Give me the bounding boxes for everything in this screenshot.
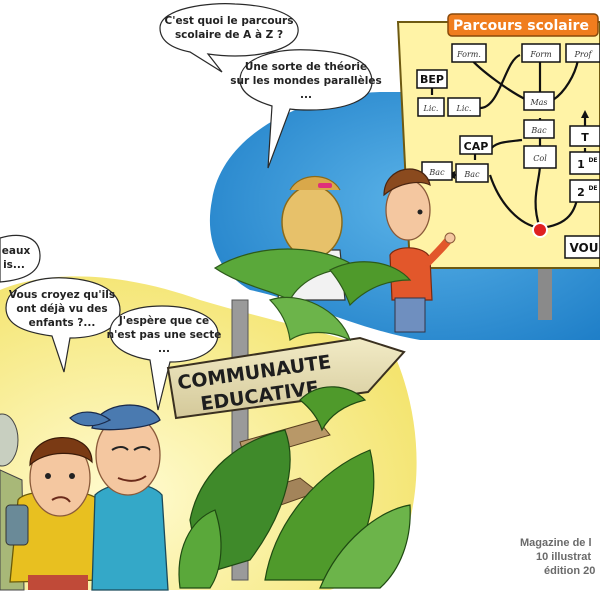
speech-bubble-5: J'espère que ce n'est pas une secte ... — [107, 305, 222, 411]
bubble-2-line-1: Une sorte de théorie — [245, 61, 367, 73]
bubble-5-line-1: J'espère que ce — [118, 315, 209, 327]
jungle-plants — [178, 248, 412, 589]
start-point-marker — [532, 222, 548, 238]
bubble-4-line-2: ont déjà vu des — [16, 303, 107, 315]
vous-label: VOU — [569, 241, 598, 255]
scribble-label: Prof — [574, 50, 594, 59]
board-title-bar — [447, 13, 599, 37]
communaute-sign — [166, 336, 406, 420]
speech-bubble-4: Vous croyez qu'ils ont déjà vu des enfan… — [5, 277, 121, 373]
scribble-label: Bac — [463, 170, 480, 179]
speech-bubble-2: Une sorte de théorie sur les mondes para… — [230, 49, 382, 169]
board-title: Parcours scolaire — [453, 18, 589, 34]
bubble-4-line-3: enfants ?... — [29, 317, 96, 329]
scribble-label: Lic. — [423, 104, 439, 113]
bubble-5-line-2: n'est pas une secte — [107, 329, 222, 341]
premiere-suffix: DE — [588, 157, 597, 164]
bubble-4-line-1: Vous croyez qu'ils — [9, 289, 115, 301]
bubble-1-line-2: scolaire de A à Z ? — [175, 29, 283, 41]
bubble-1-line-1: C'est quoi le parcours — [165, 15, 294, 27]
bubble-5-line-3: ... — [158, 343, 170, 355]
hair-clip — [318, 183, 332, 188]
seconde-suffix: DE — [588, 185, 597, 192]
caption-line-2: 10 illustrat — [536, 551, 591, 563]
scribble-label: Lic. — [456, 104, 472, 113]
boy-pointing-character — [383, 168, 456, 333]
scribble-label: Form — [529, 50, 552, 59]
bubble-2-line-2: sur les mondes parallèles — [230, 75, 382, 87]
magazine-caption: Magazine de l 10 illustrat édition 20 — [520, 537, 595, 577]
speech-bubble-1: C'est quoi le parcours scolaire de A à Z… — [159, 3, 299, 73]
school-path-board: Parcours scolaire — [396, 13, 600, 320]
bubble-2-line-3: ... — [300, 89, 312, 101]
caption-line-3: édition 20 — [544, 565, 595, 577]
scribble-label: Bac — [530, 126, 547, 135]
cap-label: CAP — [464, 140, 489, 153]
scribble-label: Col — [533, 154, 547, 163]
cap-boy-character — [69, 404, 169, 591]
scribble-label: Mas — [529, 98, 547, 107]
scribble-label: Form. — [456, 50, 481, 59]
scribble-label: Bac — [428, 168, 445, 177]
seconde-label: 2 — [577, 186, 585, 199]
terminale-label: T — [581, 131, 589, 144]
bep-label: BEP — [420, 73, 444, 86]
speech-bubble-3: eaux is... — [0, 234, 41, 283]
premiere-label: 1 — [577, 158, 585, 171]
bubble-3-line-1: eaux — [2, 245, 31, 257]
bubble-3-line-2: is... — [3, 259, 25, 271]
worried-boy-character — [5, 437, 107, 590]
caption-line-1: Magazine de l — [520, 537, 592, 549]
